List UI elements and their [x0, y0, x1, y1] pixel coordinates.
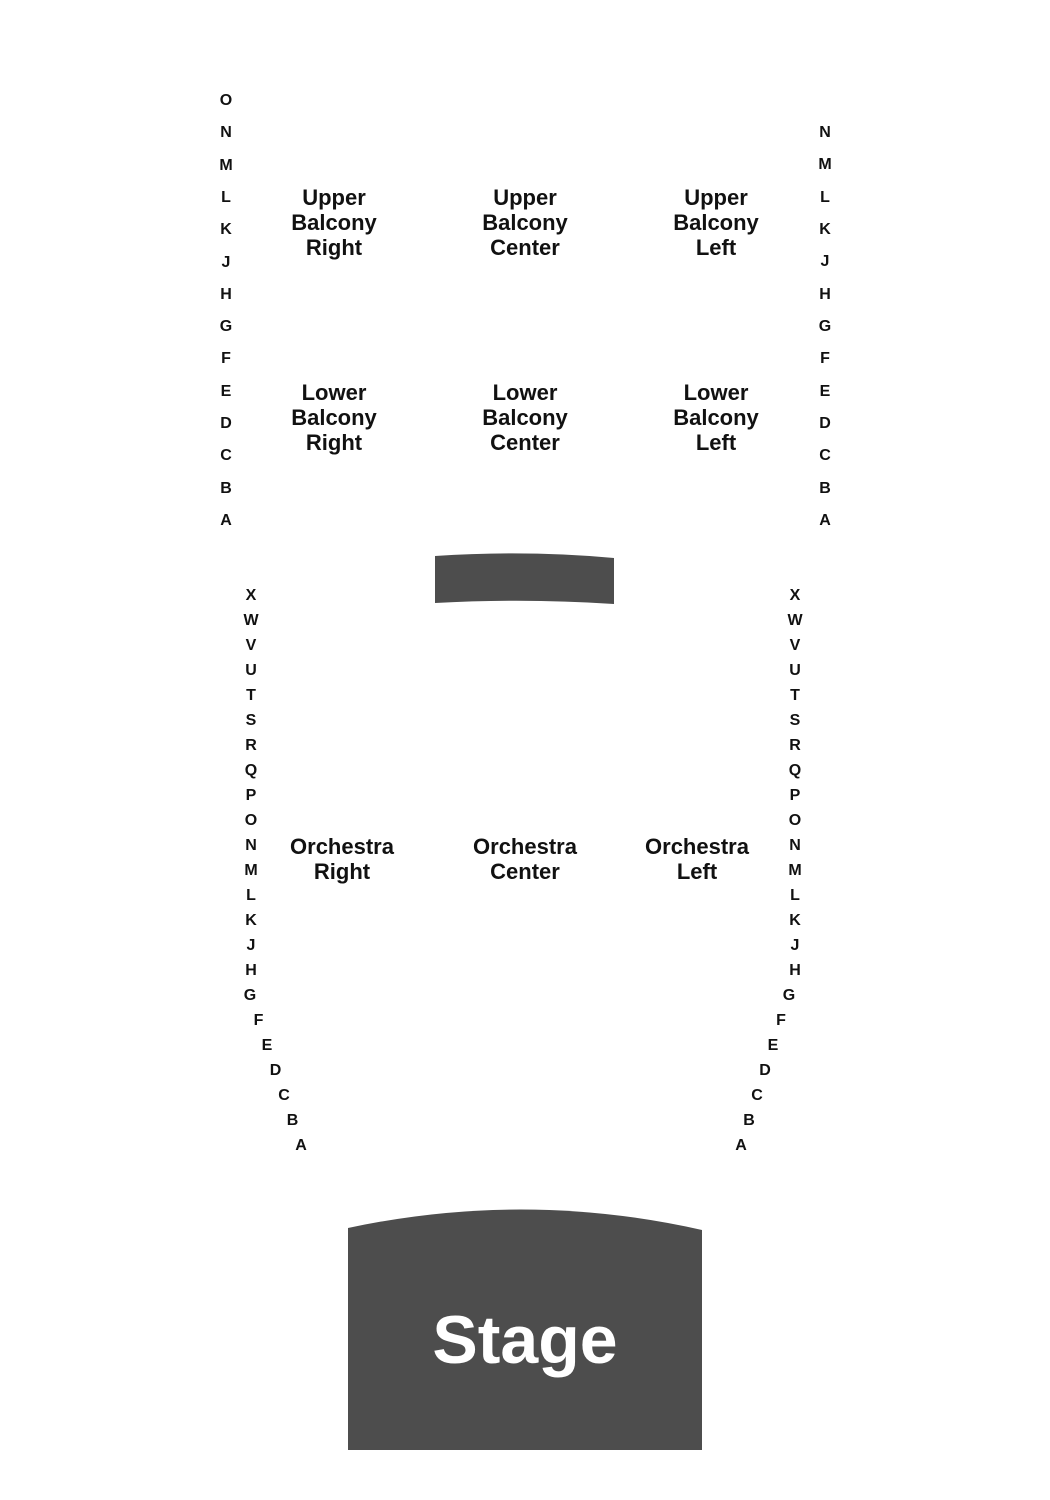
orchestra-right-row-a: A — [735, 1137, 747, 1154]
orchestra-left-row-a: A — [295, 1137, 307, 1154]
orchestra-left-row-u: U — [245, 662, 257, 679]
balcony-left-row-o: O — [219, 92, 233, 109]
orchestra-left-row-k: K — [245, 912, 257, 929]
balcony-right-row-h: H — [819, 285, 831, 303]
orchestra-left-row-d: D — [269, 1062, 282, 1079]
orchestra-right-row-k: K — [789, 912, 801, 929]
section-orchestra-right[interactable]: Orchestra Right — [290, 834, 394, 884]
balcony-right-row-n: N — [819, 124, 831, 141]
orchestra-left-row-q: Q — [244, 762, 258, 779]
orchestra-left-row-l: L — [246, 887, 256, 904]
orchestra-right-row-l: L — [790, 887, 800, 904]
balcony-left-row-m: M — [219, 156, 233, 174]
orchestra-right-row-g: G — [782, 987, 796, 1004]
balcony-left-row-j: J — [221, 253, 231, 271]
orchestra-right-row-q: Q — [788, 762, 802, 779]
balcony-right-row-c: C — [819, 447, 831, 465]
balcony-left-row-d: D — [220, 415, 232, 433]
orchestra-right-row-r: R — [789, 737, 801, 754]
section-lower-balcony-left[interactable]: Lower Balcony Left — [673, 380, 759, 455]
balcony-right-row-f: F — [820, 350, 830, 368]
balcony-left-row-n: N — [220, 124, 232, 142]
orchestra-left-row-v: V — [245, 637, 257, 654]
balcony-right-row-d: D — [819, 415, 831, 432]
section-orchestra-center[interactable]: Orchestra Center — [473, 834, 577, 884]
balcony-left-row-h: H — [220, 285, 232, 303]
orchestra-left-row-p: P — [245, 787, 257, 804]
orchestra-right-row-s: S — [789, 712, 801, 729]
orchestra-right-row-v: V — [789, 637, 801, 654]
orchestra-right-row-p: P — [789, 787, 801, 804]
balcony-left-row-c: C — [220, 447, 232, 465]
balcony-right-row-b: B — [819, 479, 831, 497]
balcony-left-row-l: L — [221, 188, 231, 206]
balcony-right-row-k: K — [819, 221, 831, 238]
orchestra-right-row-c: C — [751, 1087, 763, 1104]
control-booth — [435, 553, 614, 604]
section-upper-balcony-left[interactable]: Upper Balcony Left — [673, 185, 759, 260]
orchestra-right-row-u: U — [789, 662, 801, 679]
orchestra-left-row-r: R — [245, 737, 257, 754]
orchestra-right-row-h: H — [789, 962, 801, 979]
section-lower-balcony-right[interactable]: Lower Balcony Right — [291, 380, 377, 455]
balcony-left-row-k: K — [220, 221, 232, 239]
balcony-right-row-l: L — [820, 188, 830, 206]
orchestra-left-row-m: M — [244, 862, 258, 879]
section-upper-balcony-right[interactable]: Upper Balcony Right — [291, 185, 377, 260]
balcony-left-row-f: F — [221, 350, 231, 368]
balcony-left-row-g: G — [219, 318, 233, 336]
orchestra-left-row-x: X — [245, 587, 257, 604]
orchestra-left-row-o: O — [244, 812, 258, 829]
orchestra-left-row-n: N — [245, 837, 257, 854]
orchestra-left-row-s: S — [245, 712, 257, 729]
balcony-right-row-m: M — [818, 156, 832, 174]
orchestra-left-row-e: E — [261, 1037, 273, 1054]
orchestra-left-row-j: J — [246, 937, 256, 954]
orchestra-left-row-w: W — [243, 612, 259, 629]
orchestra-left-row-b: B — [286, 1112, 299, 1129]
orchestra-right-row-d: D — [759, 1062, 771, 1079]
balcony-left-row-e: E — [220, 382, 232, 400]
orchestra-right-row-e: E — [767, 1037, 779, 1054]
orchestra-left-row-f: F — [253, 1012, 264, 1029]
balcony-right-row-e: E — [819, 382, 831, 400]
balcony-right-row-a: A — [819, 512, 831, 529]
balcony-left-row-b: B — [220, 479, 232, 497]
orchestra-right-row-f: F — [776, 1012, 786, 1029]
orchestra-right-row-j: J — [790, 937, 800, 954]
stage — [348, 1209, 702, 1450]
orchestra-left-row-c: C — [278, 1087, 290, 1104]
orchestra-right-row-o: O — [788, 812, 802, 829]
balcony-left-row-a: A — [220, 512, 232, 529]
orchestra-left-row-h: H — [245, 962, 257, 979]
section-orchestra-left[interactable]: Orchestra Left — [645, 834, 749, 884]
balcony-right-row-g: G — [818, 318, 832, 335]
orchestra-right-row-x: X — [789, 587, 801, 604]
orchestra-left-row-g: G — [243, 987, 257, 1004]
orchestra-right-row-t: T — [790, 687, 800, 704]
balcony-right-row-j: J — [820, 253, 830, 271]
orchestra-right-row-w: W — [787, 612, 803, 629]
orchestra-right-row-b: B — [743, 1112, 755, 1129]
orchestra-right-row-m: M — [788, 862, 802, 879]
section-lower-balcony-center[interactable]: Lower Balcony Center — [482, 380, 568, 455]
section-upper-balcony-center[interactable]: Upper Balcony Center — [482, 185, 568, 260]
orchestra-left-row-t: T — [246, 687, 256, 704]
orchestra-right-row-n: N — [789, 837, 801, 854]
stage-label: Stage — [432, 1302, 618, 1378]
